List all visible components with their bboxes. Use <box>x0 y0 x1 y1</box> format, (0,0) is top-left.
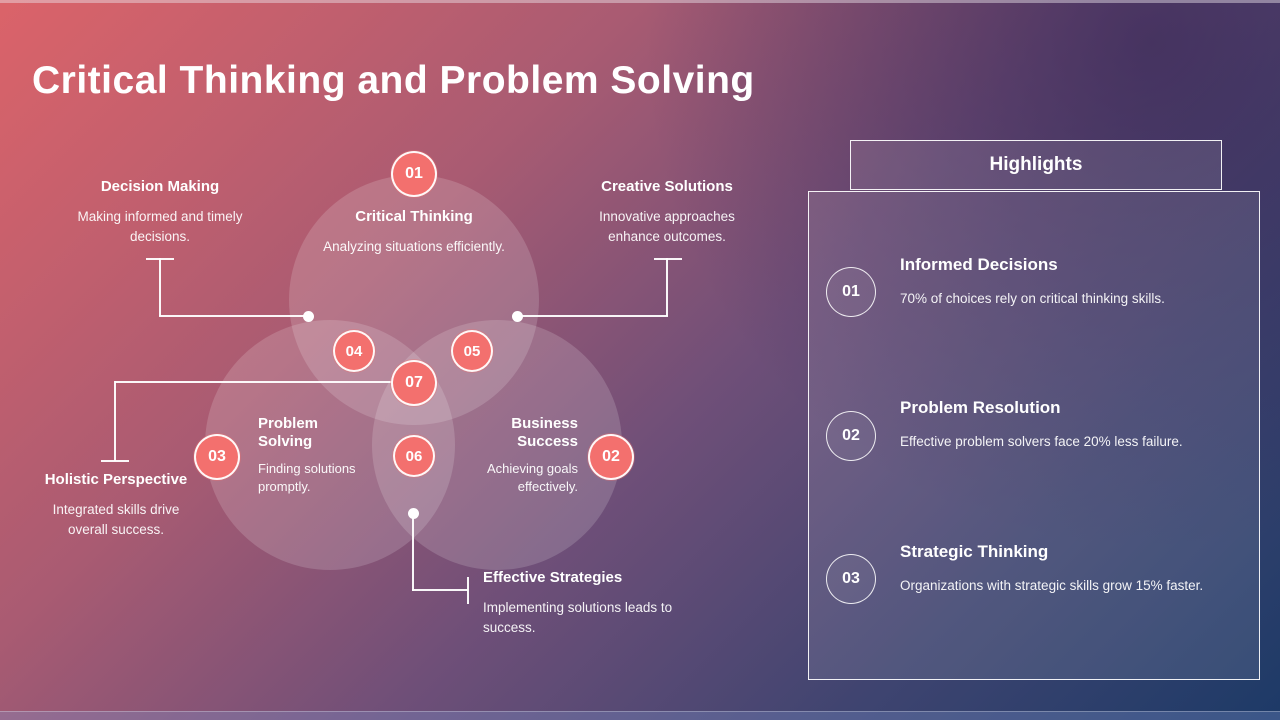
badge-02: 02 <box>588 434 634 480</box>
highlight-item-1: Informed Decisions 70% of choices rely o… <box>900 255 1245 309</box>
badge-05: 05 <box>451 330 493 372</box>
connector-holistic-horizontal <box>115 381 392 383</box>
connector-holistic-vertical <box>114 381 116 461</box>
callout-desc-decision-making: Making informed and timely decisions. <box>77 209 243 245</box>
highlight-item-3: Strategic Thinking Organizations with st… <box>900 542 1245 596</box>
callout-desc-creative-solutions: Innovative approaches enhance outcomes. <box>599 209 735 245</box>
callout-holistic-perspective: Holistic Perspective Integrated skills d… <box>31 471 201 541</box>
venn-title-critical-thinking: Critical Thinking <box>355 208 473 225</box>
connector-creative-solutions-cap <box>654 258 682 260</box>
highlight-number-01: 01 <box>826 267 876 317</box>
venn-label-critical-thinking: Critical Thinking Analyzing situations e… <box>319 208 509 257</box>
highlight-item-2: Problem Resolution Effective problem sol… <box>900 398 1245 452</box>
badge-07: 07 <box>391 360 437 406</box>
connector-effective-cap <box>467 577 469 604</box>
callout-desc-effective-strategies: Implementing solutions leads to success. <box>483 600 673 636</box>
highlight-title-1: Informed Decisions <box>900 255 1058 274</box>
highlight-desc-2: Effective problem solvers face 20% less … <box>900 434 1183 449</box>
highlights-title: Highlights <box>989 154 1083 175</box>
badge-03: 03 <box>194 434 240 480</box>
callout-desc-holistic-perspective: Integrated skills drive overall success. <box>52 502 180 538</box>
slide-bottom-bar <box>0 711 1280 720</box>
highlights-header: Highlights <box>850 140 1222 190</box>
venn-label-business-success: Business Success Achieving goals effecti… <box>455 415 578 496</box>
connector-dot-left-intersection <box>303 311 314 322</box>
highlight-desc-1: 70% of choices rely on critical thinking… <box>900 291 1165 306</box>
highlight-title-3: Strategic Thinking <box>900 542 1049 561</box>
callout-title-holistic-perspective: Holistic Perspective <box>44 471 188 488</box>
badge-01: 01 <box>391 151 437 197</box>
highlights-panel <box>808 191 1260 680</box>
highlight-number-02: 02 <box>826 411 876 461</box>
connector-effective-vertical <box>412 513 414 591</box>
callout-decision-making: Decision Making Making informed and time… <box>65 178 255 248</box>
venn-title-problem-solving: Problem Solving <box>258 415 319 451</box>
highlight-title-2: Problem Resolution <box>900 398 1061 417</box>
venn-desc-critical-thinking: Analyzing situations efficiently. <box>323 239 505 255</box>
venn-title-business-success: Business Success <box>511 415 578 451</box>
callout-title-decision-making: Decision Making <box>100 178 220 195</box>
callout-effective-strategies: Effective Strategies Implementing soluti… <box>483 569 688 639</box>
connector-decision-making-vertical <box>159 258 161 316</box>
venn-desc-business-success: Achieving goals effectively. <box>486 460 578 494</box>
venn-desc-problem-solving: Finding solutions promptly. <box>258 460 356 494</box>
badge-04: 04 <box>333 330 375 372</box>
venn-label-problem-solving: Problem Solving Finding solutions prompt… <box>258 415 370 496</box>
connector-creative-solutions-vertical <box>666 258 668 316</box>
slide-top-edge <box>0 0 1280 3</box>
callout-title-effective-strategies: Effective Strategies <box>483 569 623 586</box>
connector-dot-right-intersection <box>512 311 523 322</box>
badge-06: 06 <box>393 435 435 477</box>
connector-holistic-cap <box>101 460 129 462</box>
connector-effective-horizontal <box>412 589 468 591</box>
callout-creative-solutions: Creative Solutions Innovative approaches… <box>577 178 757 248</box>
connector-creative-solutions-horizontal <box>519 315 668 317</box>
connector-decision-making-horizontal <box>159 315 308 317</box>
page-title: Critical Thinking and Problem Solving <box>32 59 755 103</box>
highlight-desc-3: Organizations with strategic skills grow… <box>900 578 1204 593</box>
callout-title-creative-solutions: Creative Solutions <box>601 178 733 195</box>
highlight-number-03: 03 <box>826 554 876 604</box>
